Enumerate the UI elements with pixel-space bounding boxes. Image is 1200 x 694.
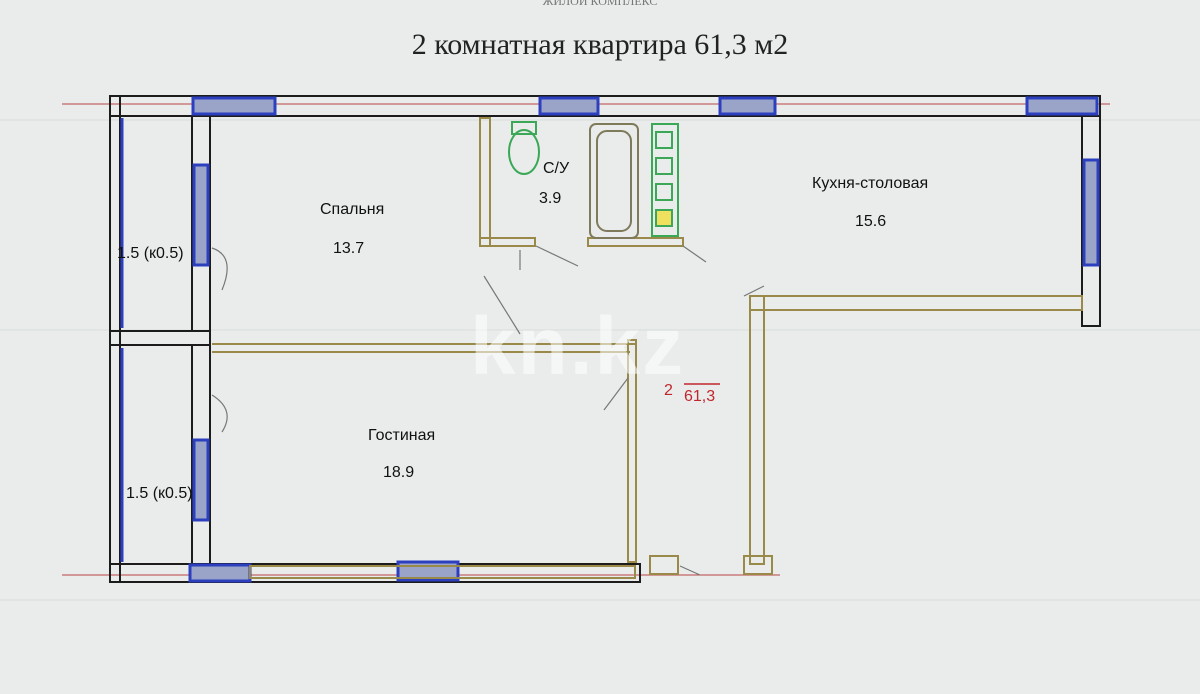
room-label-bathroom: С/У: [543, 160, 570, 177]
watermark: kn.kz: [470, 301, 686, 392]
sink-fixture: [651, 123, 679, 237]
room-label-bedroom: Спальня: [320, 201, 385, 218]
room-area-living: 18.9: [383, 464, 415, 481]
page-title: 2 комнатная квартира 61,3 м2: [411, 28, 789, 61]
complex-caption: ЖИЛОЙ КОМПЛЕКС: [542, 0, 658, 8]
bathtub-fixture: [589, 123, 639, 239]
room-area-bedroom: 13.7: [333, 240, 365, 257]
room-label-balcony-bottom: 1.5 (к0.5): [126, 485, 193, 502]
interior-walls: [212, 117, 1083, 579]
door-swings: [211, 245, 765, 576]
room-label-kitchen: Кухня-столовая: [812, 175, 929, 192]
room-label-living: Гостиная: [368, 427, 436, 444]
room-label-balcony-top: 1.5 (к0.5): [117, 245, 184, 262]
toilet-fixture: [508, 121, 540, 175]
room-area-bathroom: 3.9: [539, 190, 562, 207]
unit-tag-area: 61,3: [684, 388, 716, 405]
unit-tag-rooms: 2: [664, 382, 673, 399]
room-area-kitchen: 15.6: [855, 213, 887, 230]
